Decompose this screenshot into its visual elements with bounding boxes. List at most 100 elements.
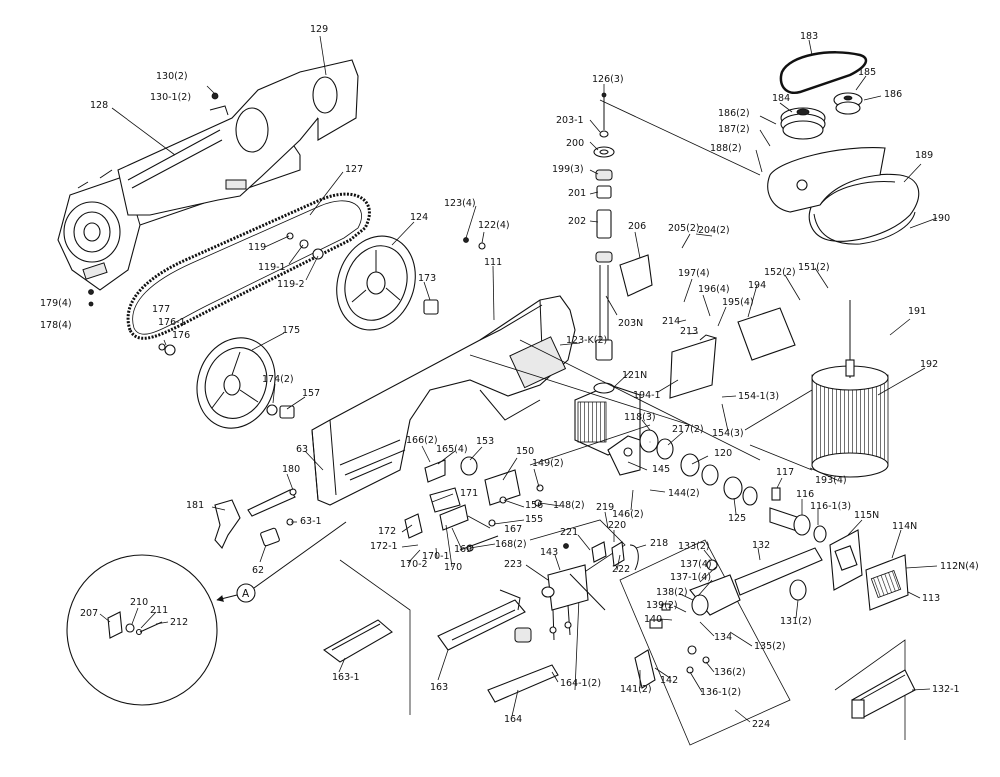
label-185: 185 xyxy=(858,67,876,78)
label-131: 131(2) xyxy=(780,616,812,627)
label-119: 119 xyxy=(248,242,266,253)
label-187: 187(2) xyxy=(718,124,750,135)
label-127: 127 xyxy=(345,164,363,175)
label-219: 219 xyxy=(596,502,614,513)
label-194-1: 194-1 xyxy=(633,390,661,401)
motor-plate-194 xyxy=(669,307,796,399)
motor-192 xyxy=(811,300,889,478)
label-136: 136(2) xyxy=(714,667,746,678)
label-164: 164 xyxy=(504,714,522,725)
label-170-1: 170-1 xyxy=(422,551,450,562)
label-142: 142 xyxy=(660,675,678,686)
label-224: 224 xyxy=(752,719,770,730)
label-175: 175 xyxy=(282,325,300,336)
label-123-K: 123-K(2) xyxy=(566,335,607,346)
label-163: 163 xyxy=(430,682,448,693)
label-111: 111 xyxy=(484,257,502,268)
label-151: 151(2) xyxy=(798,262,830,273)
label-124: 124 xyxy=(410,212,428,223)
bracket-206 xyxy=(619,254,653,297)
part-132-1 xyxy=(851,669,916,719)
label-168: 168(2) xyxy=(495,539,527,550)
label-137-1: 137-1(4) xyxy=(670,572,711,583)
label-163-1: 163-1 xyxy=(332,672,360,683)
label-186-2: 186(2) xyxy=(718,108,750,119)
label-221: 221 xyxy=(560,527,578,538)
label-114N: 114N xyxy=(892,521,917,532)
label-178: 178(4) xyxy=(40,320,72,331)
label-204: 204(2) xyxy=(698,225,730,236)
label-167: 167 xyxy=(504,524,522,535)
label-170-2: 170-2 xyxy=(400,559,428,570)
label-214: 214 xyxy=(662,316,680,327)
worm-shaft-parts xyxy=(639,429,827,543)
label-122: 122(4) xyxy=(478,220,510,231)
label-119-2: 119-2 xyxy=(277,279,305,290)
label-210: 210 xyxy=(130,597,148,608)
label-117: 117 xyxy=(776,467,794,478)
label-129: 129 xyxy=(310,24,328,35)
vise-screw-181 xyxy=(214,488,297,550)
label-113: 113 xyxy=(922,593,940,604)
label-154-1: 154-1(3) xyxy=(738,391,779,402)
label-176-1: 176-1 xyxy=(158,317,186,328)
label-222: 222 xyxy=(612,564,630,575)
label-169: 169 xyxy=(454,544,472,555)
label-189: 189 xyxy=(915,150,933,161)
label-132: 132 xyxy=(752,540,770,551)
label-179: 179(4) xyxy=(40,298,72,309)
label-196: 196(4) xyxy=(698,284,730,295)
label-125: 125 xyxy=(728,513,746,524)
label-133: 133(2) xyxy=(678,541,710,552)
label-120: 120 xyxy=(714,448,732,459)
label-132-1: 132-1 xyxy=(932,684,960,695)
label-218: 218 xyxy=(650,538,668,549)
label-220: 220 xyxy=(608,520,626,531)
label-177: 177 xyxy=(152,304,170,315)
label-213: 213 xyxy=(680,326,698,337)
label-199: 199(3) xyxy=(552,164,584,175)
label-171: 171 xyxy=(460,488,478,499)
label-141: 141(2) xyxy=(620,684,652,695)
gearbox-column xyxy=(574,92,641,456)
label-123: 123(4) xyxy=(444,198,476,209)
label-212: 212 xyxy=(170,617,188,628)
label-173: 173 xyxy=(418,273,436,284)
label-62: 62 xyxy=(252,565,264,576)
label-186: 186 xyxy=(884,89,902,100)
label-188: 188(2) xyxy=(710,143,742,154)
label-145: 145 xyxy=(652,464,670,475)
bracket-145 xyxy=(607,435,641,476)
blade-cover-inner-129 xyxy=(117,59,359,216)
label-181: 181 xyxy=(186,500,204,511)
label-121N: 121N xyxy=(622,370,647,381)
label-149: 149(2) xyxy=(532,458,564,469)
label-200: 200 xyxy=(566,138,584,149)
v-belt-183 xyxy=(779,51,868,95)
label-191: 191 xyxy=(908,306,926,317)
pulleys-184-185 xyxy=(780,92,863,140)
label-194: 194 xyxy=(748,280,766,291)
label-115N: 115N xyxy=(854,510,879,521)
label-156: 156 xyxy=(525,500,543,511)
vise-jaw-163 xyxy=(437,589,532,651)
label-144: 144(2) xyxy=(668,488,700,499)
label-153: 153 xyxy=(476,436,494,447)
label-126: 126(3) xyxy=(592,74,624,85)
saw-blade-127 xyxy=(126,192,371,340)
part-163-1 xyxy=(322,619,393,663)
label-130: 130(2) xyxy=(156,71,188,82)
label-139: 139(2) xyxy=(646,600,678,611)
label-180: 180 xyxy=(282,464,300,475)
guide-parts-150 xyxy=(404,456,544,552)
label-134: 134 xyxy=(714,632,732,643)
label-190: 190 xyxy=(932,213,950,224)
flange-115N xyxy=(829,529,863,591)
vise-assembly-lines xyxy=(339,99,906,746)
label-157: 157 xyxy=(302,388,320,399)
label-176: 176 xyxy=(172,330,190,341)
part-labels: 129 130(2) 130-1(2) 128 127 124 123(4) 1… xyxy=(40,24,979,730)
label-140: 140 xyxy=(644,614,662,625)
label-195: 195(4) xyxy=(722,297,754,308)
